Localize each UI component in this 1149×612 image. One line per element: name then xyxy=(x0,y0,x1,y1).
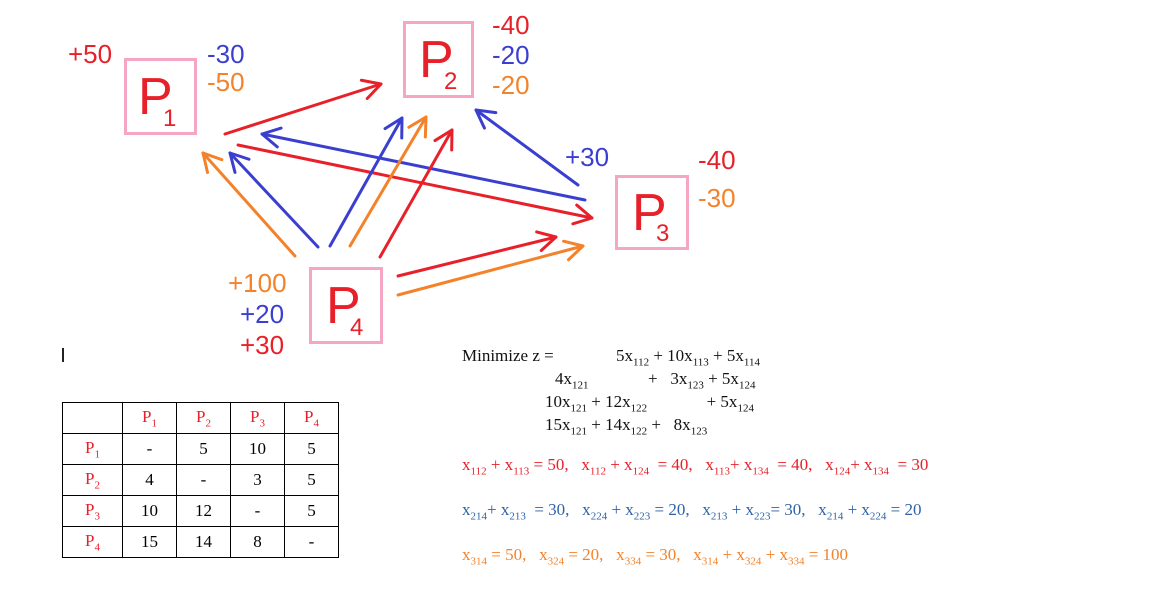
table-cell: - xyxy=(284,526,339,558)
node-p4-subscript: 4 xyxy=(350,314,364,341)
constraints-product-1: x112 + x113 = 50, x112 + x124 = 40, x113… xyxy=(462,455,929,478)
table-cell: 15 xyxy=(122,526,177,558)
arrow-p4-to-p3-orange xyxy=(396,239,585,297)
p4-label-plus100: +100 xyxy=(228,268,287,298)
table-cell: 10 xyxy=(122,495,177,527)
node-p1-subscript: 1 xyxy=(163,105,177,132)
arrow-p3-to-p2-blue xyxy=(474,108,580,187)
table-cell: 10 xyxy=(230,433,285,465)
p1-label-minus50: -50 xyxy=(207,67,245,97)
cost-table-header-p1: P1 xyxy=(122,402,177,434)
table-row: P4 15 14 8 - xyxy=(62,526,339,558)
node-p3-letter: P xyxy=(632,184,667,242)
cost-table: P1 P2 P3 P4 P1 - 5 10 5 P2 4 - 3 5 P3 10… xyxy=(62,402,339,558)
node-p3: P 3 xyxy=(615,175,689,250)
constraints-product-3: x314 = 50, x324 = 20, x334 = 30, x314 + … xyxy=(462,545,849,568)
node-p2-letter: P xyxy=(419,31,454,89)
row-label-p3: P3 xyxy=(62,495,123,527)
table-cell: 5 xyxy=(176,433,231,465)
objective-term-row-2: 4x121 + 3x123 + 5x124 xyxy=(555,369,756,392)
arrow-p4-to-p2-blue xyxy=(328,116,404,248)
p3-label-minus40: -40 xyxy=(698,145,736,175)
node-p2-subscript: 2 xyxy=(444,68,458,95)
table-cell: 4 xyxy=(122,464,177,496)
row-label-p2: P2 xyxy=(62,464,123,496)
constraints-product-2: x214+ x213 = 30, x224 + x223 = 20, x213 … xyxy=(462,500,922,523)
node-p4-letter: P xyxy=(326,277,361,335)
arrow-p4-to-p1-blue xyxy=(228,151,320,249)
table-cell: 12 xyxy=(176,495,231,527)
p1-label-plus50: +50 xyxy=(68,39,113,69)
table-cell: 5 xyxy=(284,495,339,527)
table-row: P1 - 5 10 5 xyxy=(62,433,339,465)
table-cell: 5 xyxy=(284,433,339,465)
p4-label-plus30: +30 xyxy=(240,330,285,360)
cost-table-header-p3: P3 xyxy=(230,402,285,434)
edges-layer xyxy=(201,78,594,297)
table-cell: - xyxy=(176,464,231,496)
arrow-p4-to-p2-orange xyxy=(348,115,428,248)
objective-term-row-4: 15x121 + 14x122 + 8x123 xyxy=(545,415,708,438)
arrow-p1-to-p3-red xyxy=(236,143,594,226)
node-p3-subscript: 3 xyxy=(656,220,670,247)
table-row: P3 10 12 - 5 xyxy=(62,495,339,527)
p2-label-minus40: -40 xyxy=(492,10,530,40)
cost-table-header-row: P1 P2 P3 P4 xyxy=(62,402,339,434)
p3-label-plus30: +30 xyxy=(565,142,610,172)
cost-table-header-p2: P2 xyxy=(176,402,231,434)
p2-label-minus20-blue: -20 xyxy=(492,40,530,70)
arrow-p4-to-p2-red xyxy=(378,128,454,259)
arrow-p4-to-p1-orange xyxy=(201,151,297,258)
node-p2: P 2 xyxy=(403,21,474,98)
objective-label: Minimize z = xyxy=(462,346,554,365)
arrow-p3-to-p1-blue xyxy=(260,126,587,202)
table-row: P2 4 - 3 5 xyxy=(62,464,339,496)
text-cursor xyxy=(62,348,64,362)
node-p4: P 4 xyxy=(309,267,383,344)
table-cell: 5 xyxy=(284,464,339,496)
table-cell: 3 xyxy=(230,464,285,496)
arrow-p1-to-p2-red xyxy=(223,78,383,136)
row-label-p4: P4 xyxy=(62,526,123,558)
p2-label-minus20-orange: -20 xyxy=(492,70,530,100)
objective-term-row-3: 10x121 + 12x122 + 5x124 xyxy=(545,392,754,415)
node-p1: P 1 xyxy=(124,58,197,135)
p3-label-minus30: -30 xyxy=(698,183,736,213)
p4-label-plus20: +20 xyxy=(240,299,285,329)
node-p1-letter: P xyxy=(138,68,173,126)
table-cell: - xyxy=(122,433,177,465)
cost-table-corner xyxy=(62,402,123,434)
cost-table-header-p4: P4 xyxy=(284,402,339,434)
table-cell: 14 xyxy=(176,526,231,558)
row-label-p1: P1 xyxy=(62,433,123,465)
table-cell: - xyxy=(230,495,285,527)
arrow-p4-to-p3-red xyxy=(396,230,558,278)
table-cell: 8 xyxy=(230,526,285,558)
p1-label-minus30: -30 xyxy=(207,39,245,69)
objective-term-row-1: 5x112 + 10x113 + 5x114 xyxy=(616,346,760,369)
